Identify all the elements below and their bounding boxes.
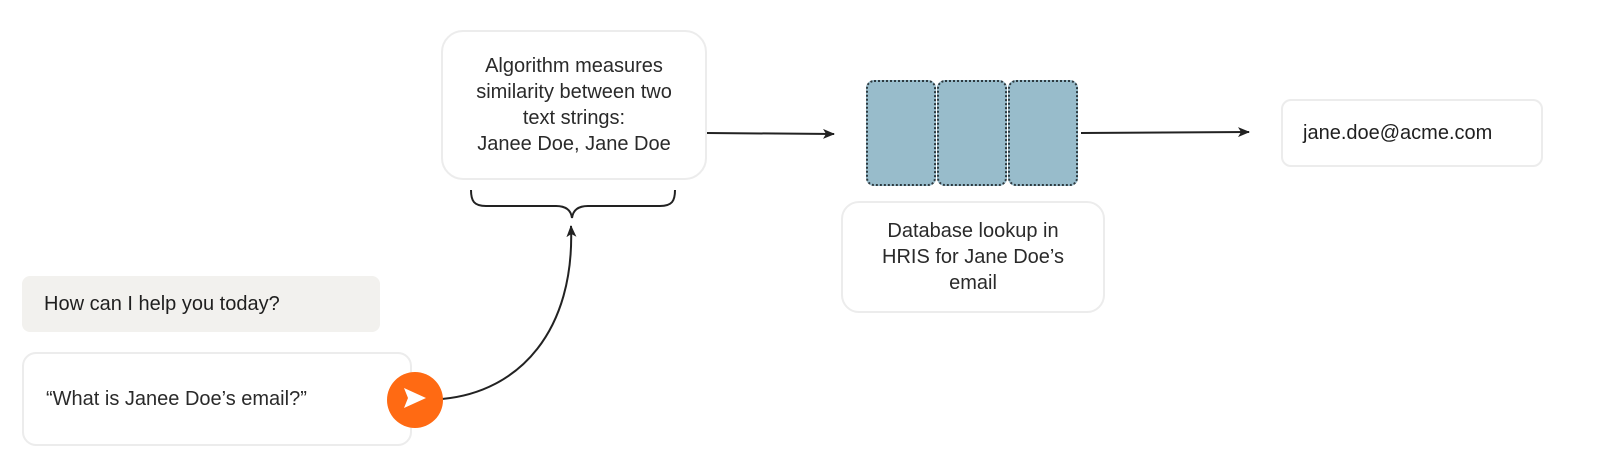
database-lookup-box: Database lookup in HRIS for Jane Doe’s e… — [841, 201, 1105, 313]
send-button[interactable] — [387, 372, 443, 428]
result-email-box: jane.doe@acme.com — [1281, 99, 1543, 167]
database-cell — [1008, 80, 1078, 186]
assistant-prompt: How can I help you today? — [22, 276, 380, 332]
query-input[interactable]: “What is Janee Doe’s email?” — [22, 352, 412, 446]
send-arrow-icon — [402, 386, 428, 415]
database-cell — [937, 80, 1007, 186]
query-text: “What is Janee Doe’s email?” — [46, 387, 307, 410]
arrow-algorithm-to-database — [706, 128, 835, 139]
arrow-database-to-email — [1080, 127, 1250, 138]
curly-brace — [470, 189, 676, 219]
assistant-prompt-text: How can I help you today? — [44, 292, 280, 315]
result-email-text: jane.doe@acme.com — [1303, 122, 1493, 144]
database-lookup-text: Database lookup in HRIS for Jane Doe’s e… — [882, 220, 1064, 294]
algorithm-box: Algorithm measures similarity between tw… — [441, 30, 707, 180]
curved-arrow-to-algorithm — [441, 225, 577, 400]
algorithm-description: Algorithm measures similarity between tw… — [476, 55, 672, 155]
database-cell — [866, 80, 936, 186]
